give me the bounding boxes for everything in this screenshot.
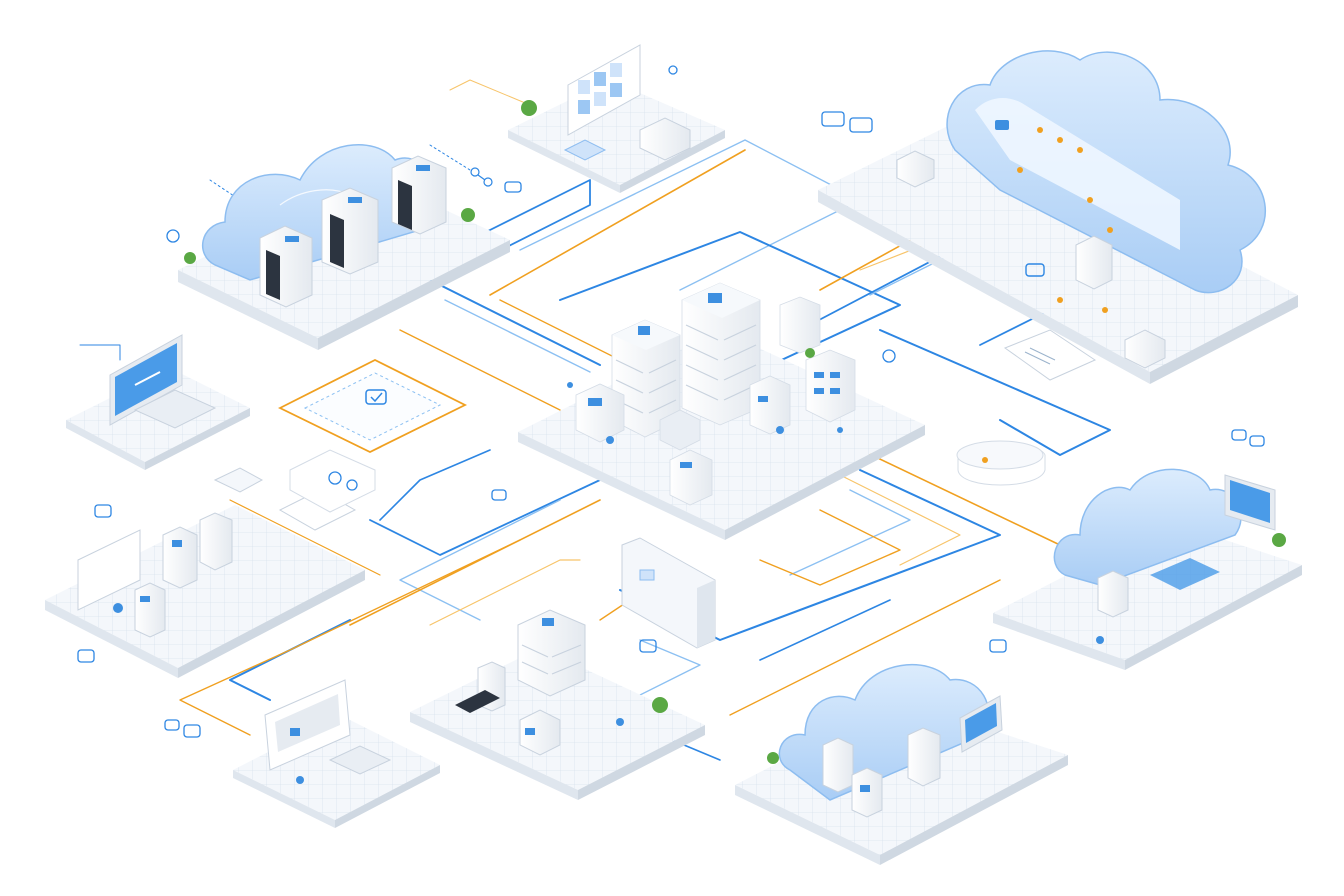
connector-blue — [469, 179, 591, 259]
tree-icon — [652, 697, 668, 713]
cloud-server-icon — [822, 695, 1003, 818]
sensor-icon — [166, 229, 180, 243]
connector-orange — [449, 79, 531, 106]
monitor-workstation-left — [66, 334, 250, 470]
connector-blue — [789, 489, 911, 576]
tree-icon — [184, 252, 196, 264]
sensor-icon — [668, 65, 678, 75]
display-wall-top — [508, 44, 725, 193]
chip-icon — [849, 117, 873, 133]
tree-icon — [1272, 533, 1286, 547]
workstation-icon — [264, 679, 392, 784]
connector-blue — [879, 329, 1111, 456]
chip-icon — [491, 489, 507, 501]
chip-icon — [1231, 429, 1247, 441]
chip-icon — [821, 111, 845, 127]
chip-icon — [504, 181, 522, 193]
sensor-icon — [882, 349, 896, 363]
chip-icon — [989, 639, 1007, 653]
chip-icon — [94, 504, 112, 518]
data-panel-icon — [639, 569, 655, 581]
connector-blue — [444, 299, 591, 373]
connector-orange — [229, 499, 381, 576]
router-icon — [956, 440, 1044, 470]
office-building-bottom — [410, 609, 705, 800]
cloud-sync-icon — [328, 471, 358, 491]
connector-blue — [399, 499, 561, 621]
connector-orange — [399, 329, 561, 411]
cloud-office-right — [993, 468, 1302, 670]
connector-orange — [179, 539, 521, 736]
city-buildings-icon — [567, 282, 856, 506]
verified-shield-icon — [365, 389, 387, 405]
chip-icon — [77, 649, 95, 663]
server-rack-icon — [259, 155, 447, 308]
connector-blue — [369, 479, 601, 556]
info-panel-lines — [1024, 347, 1056, 365]
cloud-servers-bottom — [735, 663, 1068, 865]
cloud-sync-icon — [1025, 263, 1045, 277]
lab-facility-left — [45, 449, 376, 678]
connector-orange — [489, 149, 746, 296]
router-device — [956, 440, 1046, 486]
central-city-hub — [518, 282, 925, 540]
connector-orange — [349, 499, 601, 626]
display-wall-icon — [567, 44, 641, 136]
workspace-bottomleft — [233, 679, 440, 828]
floating-icons — [77, 65, 1265, 738]
tree-icon — [461, 208, 475, 222]
network-nodes-icon — [470, 167, 493, 187]
data-panel — [621, 537, 716, 649]
cloud-platform-topright — [818, 50, 1298, 384]
sensor-icon — [1017, 127, 1113, 313]
tree-icon — [521, 100, 537, 116]
tree-icon — [767, 752, 779, 764]
connector-orange — [729, 579, 1001, 716]
chip-icon — [183, 724, 201, 738]
info-panel — [1003, 329, 1097, 381]
security-zone-box — [277, 358, 468, 454]
connector-blue — [559, 231, 901, 371]
office-building-icon — [455, 609, 624, 756]
lab-equipment-icon — [77, 467, 357, 638]
monitor-icon — [109, 334, 183, 426]
connector-orange — [429, 559, 581, 626]
cloud-office-icon — [1096, 474, 1276, 644]
connector-blue — [759, 599, 891, 661]
connector-blue — [379, 449, 491, 521]
connector-dotted — [79, 344, 121, 361]
cloud-datacenter-topleft — [178, 143, 510, 350]
cloud-icon — [946, 50, 1267, 294]
connector-orange — [829, 469, 961, 566]
chip-icon — [1249, 435, 1265, 447]
chip-icon — [639, 639, 657, 653]
connector-blue — [429, 279, 601, 366]
chip-icon — [164, 719, 180, 731]
connector-orange — [759, 509, 901, 586]
